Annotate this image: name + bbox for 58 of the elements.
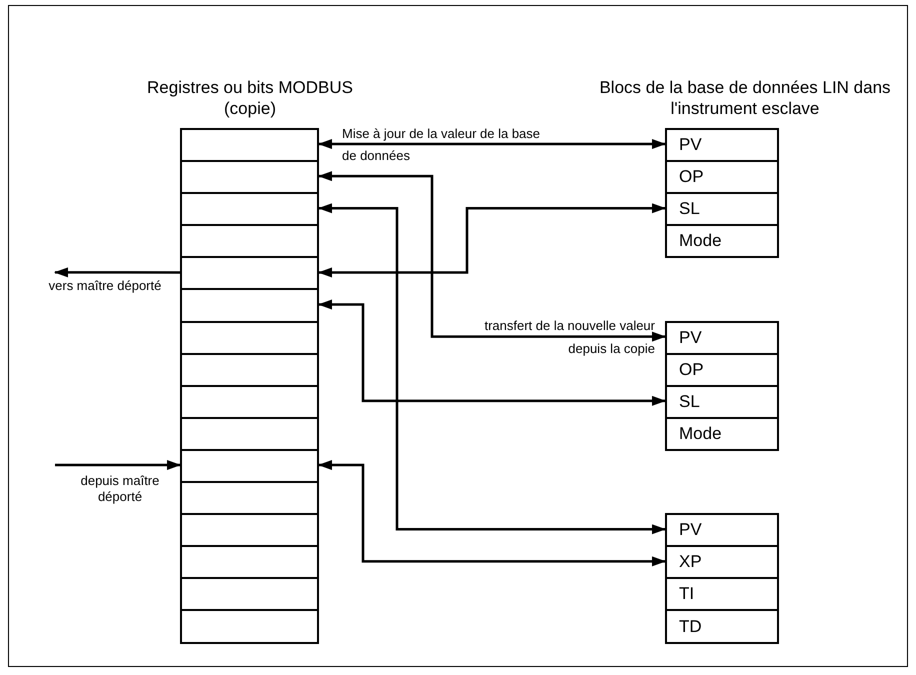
- field-name: OP: [679, 167, 704, 188]
- register-cell: [181, 161, 318, 194]
- register-cell: [181, 610, 318, 642]
- field-cell: [666, 386, 778, 418]
- field-cell: [666, 225, 778, 258]
- database-block: [665, 128, 779, 258]
- register-cell: [181, 546, 318, 578]
- arrow: [55, 460, 181, 470]
- field-cell: [666, 578, 778, 610]
- arrow: [318, 300, 666, 406]
- arrow: [318, 460, 666, 566]
- register-cell: [181, 193, 318, 226]
- register-cell: [181, 257, 318, 290]
- database-block: [665, 320, 779, 451]
- register-cell: [181, 578, 318, 610]
- register-cell: [181, 514, 318, 546]
- field-cell: [666, 322, 778, 354]
- column-heading: Registres ou bits MODBUS (copie): [146, 77, 354, 119]
- field-cell: [666, 546, 778, 578]
- field-name: Mode: [679, 424, 722, 444]
- register-cell: [181, 322, 318, 354]
- field-name: XP: [679, 552, 702, 572]
- field-cell: [666, 418, 778, 450]
- register-cell: [181, 386, 318, 418]
- field-name: TI: [679, 584, 694, 604]
- edge-label: transfert de la nouvelle valeur depuis la copie: [483, 316, 655, 358]
- column-heading: Blocs de la base de données LIN dans l'instrument esclave: [598, 77, 892, 119]
- register-cell: [181, 450, 318, 482]
- field-name: SL: [679, 392, 700, 412]
- register-cell: [181, 225, 318, 258]
- register-cell: [181, 129, 318, 162]
- field-cell: [666, 161, 778, 194]
- field-name: PV: [679, 520, 702, 540]
- arrow: [318, 203, 666, 278]
- field-name: TD: [679, 616, 702, 637]
- field-cell: [666, 610, 778, 643]
- field-cell: [666, 354, 778, 386]
- field-name: OP: [679, 360, 704, 380]
- register-cell: [181, 289, 318, 322]
- register-cell: [181, 418, 318, 450]
- field-cell: [666, 514, 778, 546]
- edge-label: depuis maître déporté: [80, 473, 160, 505]
- field-name: Mode: [679, 231, 722, 252]
- field-name: PV: [679, 328, 702, 348]
- arrow: [54, 267, 180, 278]
- arrow: [318, 171, 666, 342]
- edge-label: Mise à jour de la valeur de la base de données: [342, 125, 542, 165]
- register-cell: [181, 354, 318, 386]
- arrow: [318, 203, 666, 534]
- field-cell: [666, 129, 778, 162]
- database-block: [665, 513, 779, 644]
- register-table: [180, 128, 319, 644]
- field-name: SL: [679, 199, 700, 220]
- register-cell: [181, 482, 318, 514]
- edge-label: vers maître déporté: [48, 278, 162, 294]
- field-cell: [666, 193, 778, 226]
- arrow: [318, 139, 666, 150]
- field-name: PV: [679, 135, 702, 156]
